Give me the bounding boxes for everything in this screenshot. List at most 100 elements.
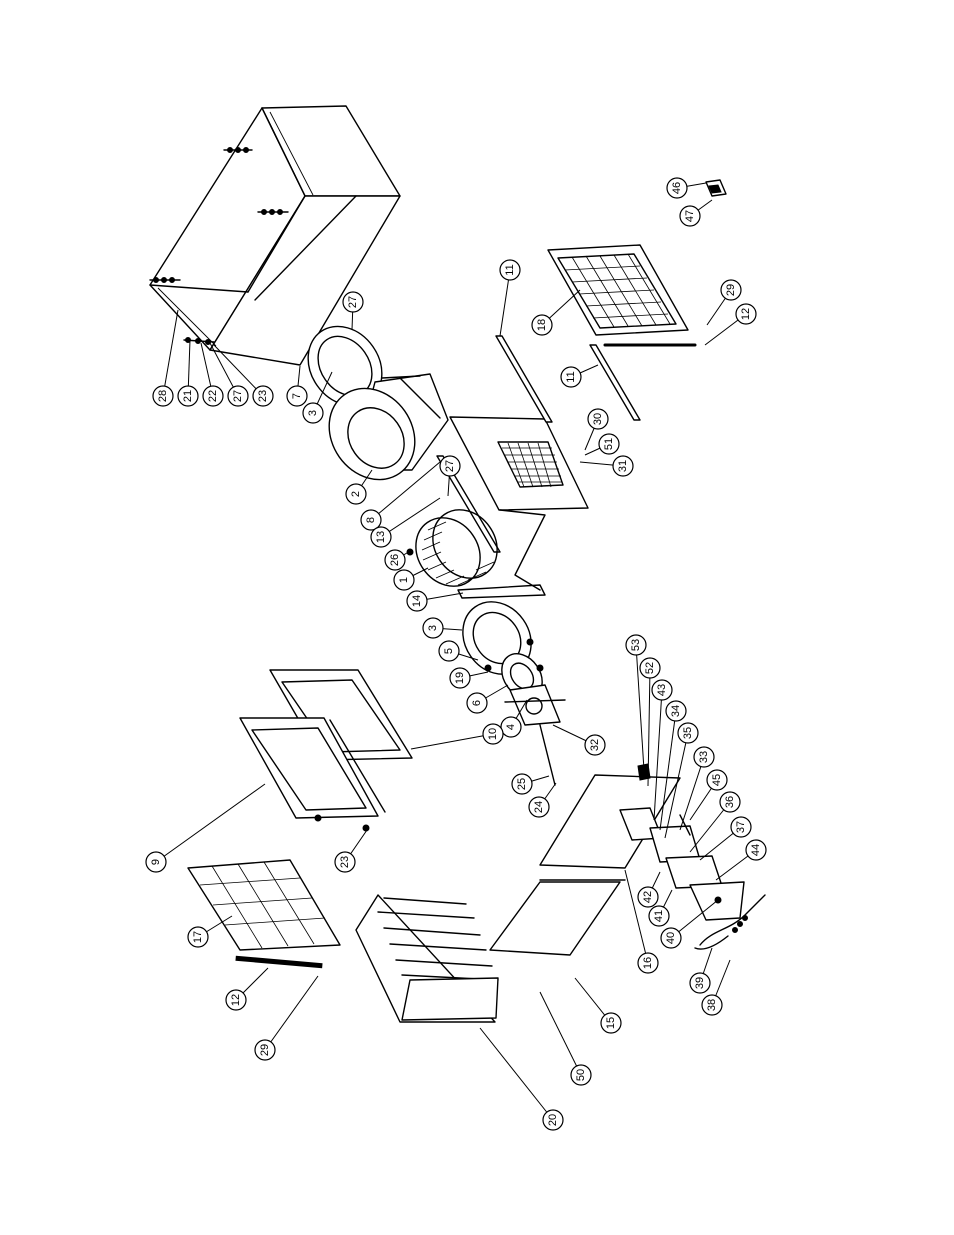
callout-51: 51 [598,433,620,455]
callout-circle [225,989,247,1011]
callout-label: 18 [536,319,548,331]
callout-circle [177,385,199,407]
blower-wheel [406,509,498,587]
callout-41: 41 [648,905,670,927]
callout-24: 24 [528,796,550,818]
callout-42: 42 [637,886,659,908]
callout-leader [689,801,731,853]
callout-10: 10 [482,723,504,745]
callout-44: 44 [745,839,767,861]
callout-16: 16 [637,952,659,974]
callout-label: 39 [694,977,706,989]
control-panel-assembly [539,763,766,950]
cabinet-top-housing [149,105,401,366]
callout-label: 52 [644,662,656,674]
callout-leader [679,756,705,831]
callout-label: 41 [653,910,665,922]
callout-leader [499,269,511,337]
callout-5: 5 [438,640,460,662]
callout-circle [342,291,364,313]
callout-circle [665,700,687,722]
callout-2: 2 [345,483,367,505]
callout-52: 52 [639,657,661,679]
callout-50: 50 [570,1064,592,1086]
callout-circle [252,385,274,407]
callout-19: 19 [449,667,471,689]
callout-label: 17 [192,931,204,943]
callout-circle [542,1109,564,1131]
callout-label: 40 [665,932,677,944]
callout-leader [624,869,649,964]
callout-label: 24 [533,801,545,813]
callout-label: 16 [642,957,654,969]
callout-23: 23 [252,385,274,407]
callout-leader [539,991,582,1076]
callout-circle [584,734,606,756]
callout-18: 18 [531,314,553,336]
callout-39: 39 [689,972,711,994]
callout-label: 7 [291,393,303,399]
callout-circle [719,791,741,813]
callout-label: 31 [617,460,629,472]
callout-label: 44 [750,844,762,856]
callout-circle [679,205,701,227]
callout-circle [499,259,521,281]
callout-label: 43 [656,684,668,696]
callout-leader [479,1027,554,1121]
callout-circle [637,886,659,908]
callout-label: 11 [565,371,577,382]
callout-43: 43 [651,679,673,701]
callout-27: 27 [227,385,249,407]
callout-leader [370,461,441,521]
callout-circle [639,657,661,679]
callout-circle [701,994,723,1016]
callout-circle [706,769,728,791]
side-filter-grille [495,244,697,423]
callout-circle [482,723,504,745]
callout-leader [264,975,319,1051]
callout-circle [689,972,711,994]
screw-row-28 [149,147,289,345]
callout-circle [449,667,471,689]
callout-circle [677,722,699,744]
callout-22: 22 [202,385,224,407]
callout-11: 11 [499,259,521,281]
callout-circle [598,433,620,455]
callout-circle [531,314,553,336]
callout-23: 23 [334,851,356,873]
callout-circle [227,385,249,407]
callout-3: 3 [422,617,444,639]
callout-label: 5 [443,648,455,654]
callout-26: 26 [384,549,406,571]
callout-20: 20 [542,1109,564,1131]
callout-label: 33 [698,751,710,763]
callout-46: 46 [666,177,688,199]
callout-11: 11 [560,366,582,388]
callout-circle [693,746,715,768]
callout-27: 27 [439,455,461,477]
callout-label: 23 [257,390,269,402]
bracket-part-46-47 [705,179,727,197]
callout-21: 21 [177,385,199,407]
callout-label: 32 [589,739,601,751]
callout-circle [345,483,367,505]
callout-circle [360,509,382,531]
callout-40: 40 [660,927,682,949]
callout-leader [635,644,645,771]
callout-label: 50 [575,1069,587,1081]
callout-circle [735,303,757,325]
callout-label: 27 [232,390,244,402]
callout-36: 36 [719,791,741,813]
callout-label: 3 [307,410,319,416]
callout-label: 30 [592,413,604,425]
callout-circle [152,385,174,407]
callout-12: 12 [735,303,757,325]
callout-circle [286,385,308,407]
callout-label: 1 [398,577,410,583]
callout-15: 15 [600,1012,622,1034]
callout-label: 11 [504,264,516,275]
callout-label: 51 [603,438,615,450]
callout-27: 27 [342,291,364,313]
